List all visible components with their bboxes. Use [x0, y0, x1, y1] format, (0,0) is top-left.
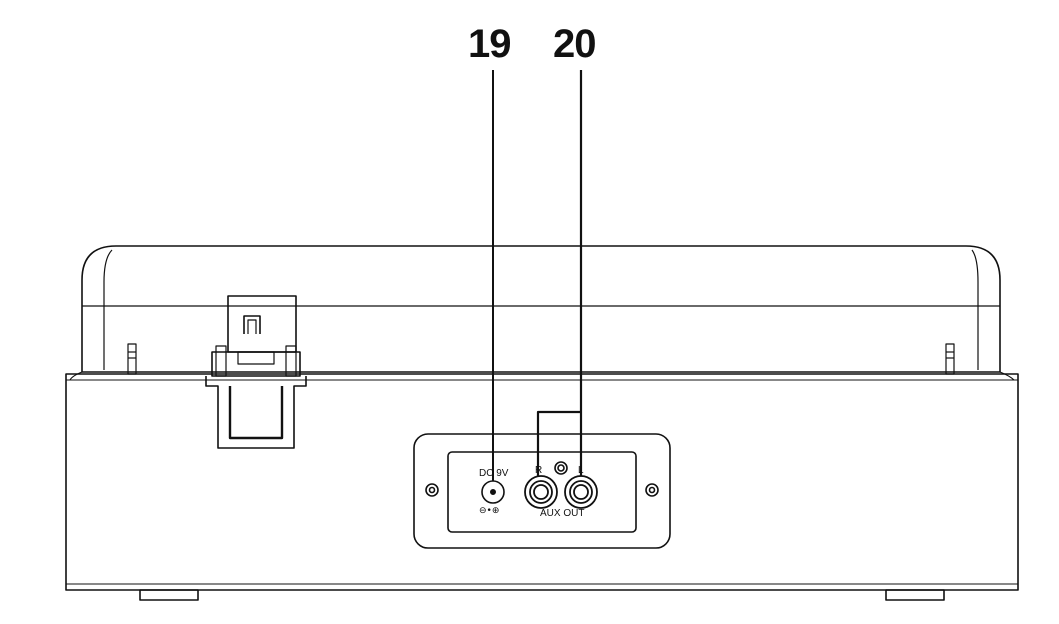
- dust-cover-lid: [81, 245, 1001, 373]
- foot-right: [885, 589, 945, 601]
- aux-out-jack-l: [564, 475, 598, 509]
- ground-terminal: [554, 461, 568, 475]
- connector-panel-outer: [413, 433, 671, 549]
- hinge-pin-left: [127, 343, 137, 375]
- panel-screw-right: [645, 483, 659, 497]
- lid-inner-edge-right: [971, 249, 979, 370]
- hinge-pin-right: [945, 343, 955, 375]
- foot-left: [139, 589, 199, 601]
- aux-out-jack-r: [524, 475, 558, 509]
- aux-out-label: AUX OUT: [540, 508, 585, 519]
- callout-number-20: 20: [553, 22, 596, 66]
- leader-line-20: [536, 70, 583, 476]
- dc-power-jack: [481, 480, 505, 504]
- callout-number-19: 19: [468, 22, 511, 66]
- dc-label: DC 9V: [479, 468, 509, 479]
- lid-rim: [69, 371, 1015, 381]
- panel-screw-left: [425, 483, 439, 497]
- turntable-body: [65, 373, 1019, 591]
- connector-panel-inner: [447, 451, 637, 533]
- lid-latch: [205, 295, 307, 449]
- jack-l-label: L: [578, 465, 584, 476]
- jack-r-label: R: [535, 465, 543, 476]
- dc-polarity-symbol: ⊖•⊕: [479, 506, 500, 516]
- lid-inner-edge: [103, 249, 113, 370]
